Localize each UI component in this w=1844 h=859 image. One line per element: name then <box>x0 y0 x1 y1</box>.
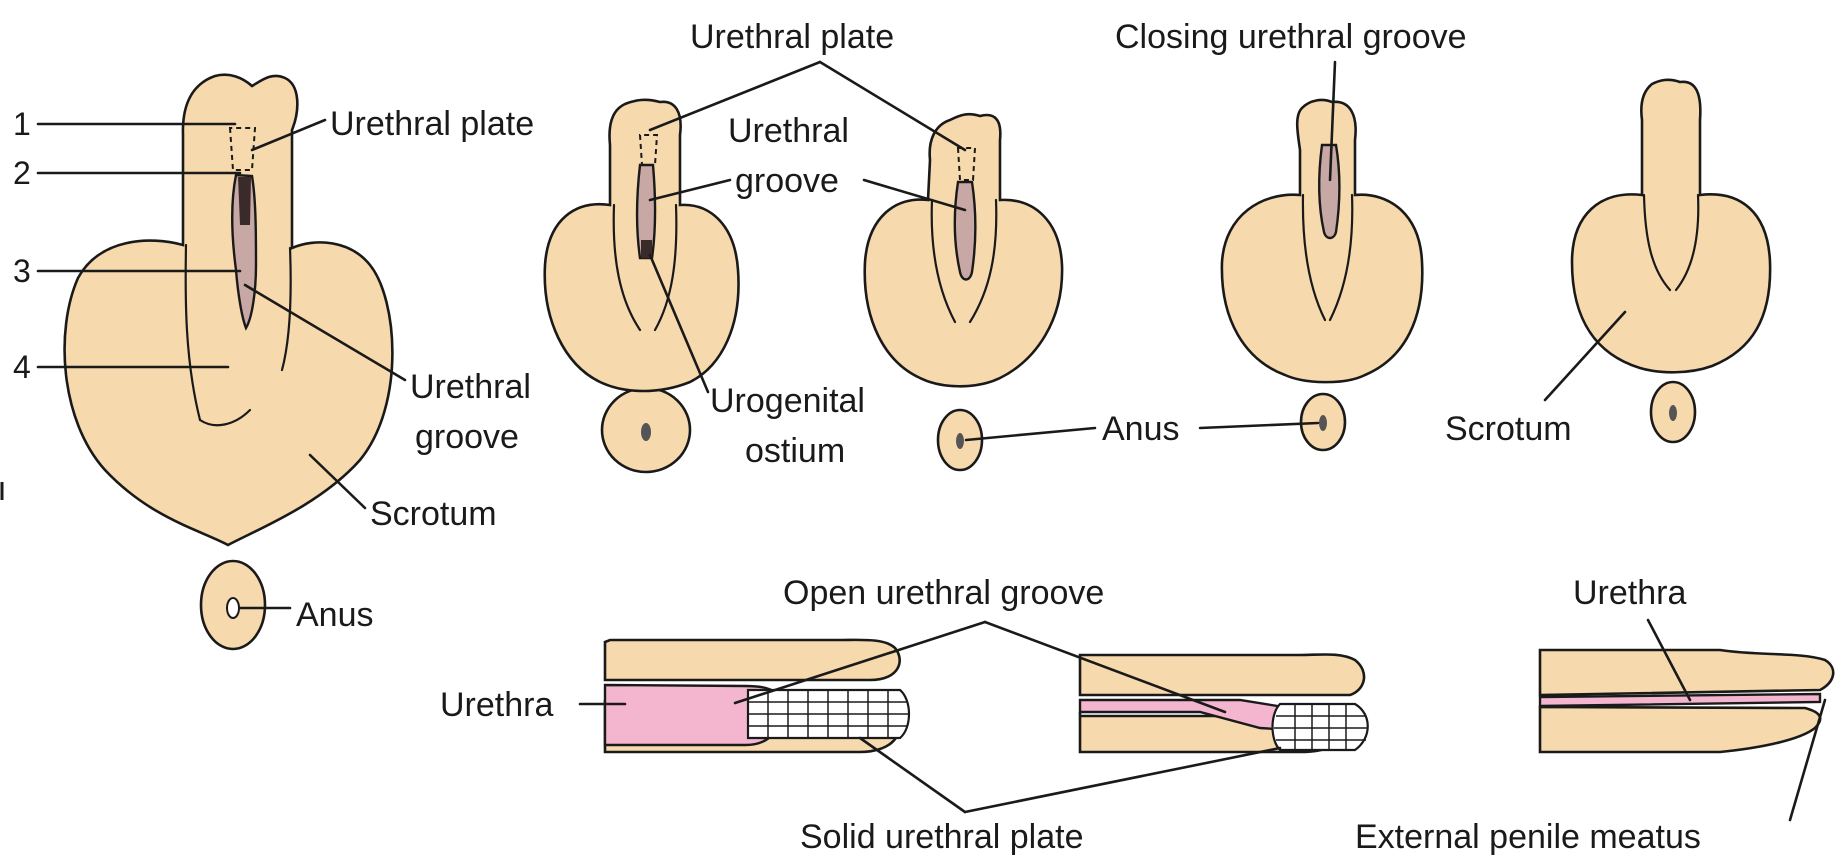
urogenital-ostium-label-line2: ostium <box>745 432 845 470</box>
stage-1-figure <box>65 75 393 649</box>
leader-anus-stage-3 <box>966 428 1095 440</box>
urogenital-ostium-label-line1: Urogenital <box>710 382 865 420</box>
closing-urethral-groove-label: Closing urethral groove <box>1115 18 1467 56</box>
stage-3-anal-opening <box>956 433 964 449</box>
label-number-1: 1 <box>13 106 31 142</box>
anus-shared-label: Anus <box>1102 410 1180 448</box>
section-b-figure <box>1080 654 1368 752</box>
stage-2-anal-opening <box>641 423 651 441</box>
section-c-upper-tissue <box>1540 650 1833 695</box>
stage-1-urethral-groove-label-line2: groove <box>415 418 519 456</box>
stage-5-scrotum-label: Scrotum <box>1445 410 1572 448</box>
leader-solid-plate-a <box>860 738 965 812</box>
stage-1-urethral-groove-label-line1: Urethral <box>410 368 531 406</box>
stage-1-groove-shadow <box>238 177 251 225</box>
urethra-right-label: Urethra <box>1573 574 1686 612</box>
urethra-left-label: Urethra <box>440 686 553 724</box>
stage-1-anal-opening <box>227 598 239 618</box>
top-row-callouts: Urethral plate Urethral groove Urogenita… <box>650 18 1625 470</box>
stage-3-urethral-groove <box>955 182 976 280</box>
section-c-figure <box>1540 650 1833 752</box>
stage-1-anus-label: Anus <box>296 596 374 634</box>
section-c-urethra <box>1540 694 1820 706</box>
stage-1-body <box>65 75 393 545</box>
stage-5-body <box>1572 80 1770 372</box>
stage-4-urethral-groove <box>1319 145 1339 238</box>
mid-urethral-groove-label-line1: Urethral <box>728 112 849 150</box>
solid-urethral-plate-label: Solid urethral plate <box>800 818 1084 856</box>
external-penile-meatus-label: External penile meatus <box>1355 818 1701 856</box>
leader-solid-plate-b <box>965 748 1280 812</box>
stage-4-figure <box>1222 100 1422 450</box>
stage-1-urethral-plate-label: Urethral plate <box>330 105 534 143</box>
section-a-upper-tissue <box>605 640 900 680</box>
open-urethral-groove-label: Open urethral groove <box>783 574 1104 612</box>
top-urethral-plate-label: Urethral plate <box>690 18 894 56</box>
stage-4-anal-opening <box>1319 415 1327 431</box>
label-number-2: 2 <box>13 155 31 191</box>
stage-5-anal-opening <box>1669 405 1677 421</box>
stage-1-scrotum-label: Scrotum <box>370 495 497 533</box>
mid-urethral-groove-label-line2: groove <box>735 162 839 200</box>
section-c-lower-tissue <box>1540 707 1820 752</box>
stage-3-figure <box>865 114 1062 470</box>
stage-5-figure <box>1572 80 1770 442</box>
label-number-4: 4 <box>13 349 31 385</box>
label-number-3: 3 <box>13 253 31 289</box>
stage-4-body <box>1222 100 1422 382</box>
section-b-solid-plate <box>1273 704 1368 750</box>
